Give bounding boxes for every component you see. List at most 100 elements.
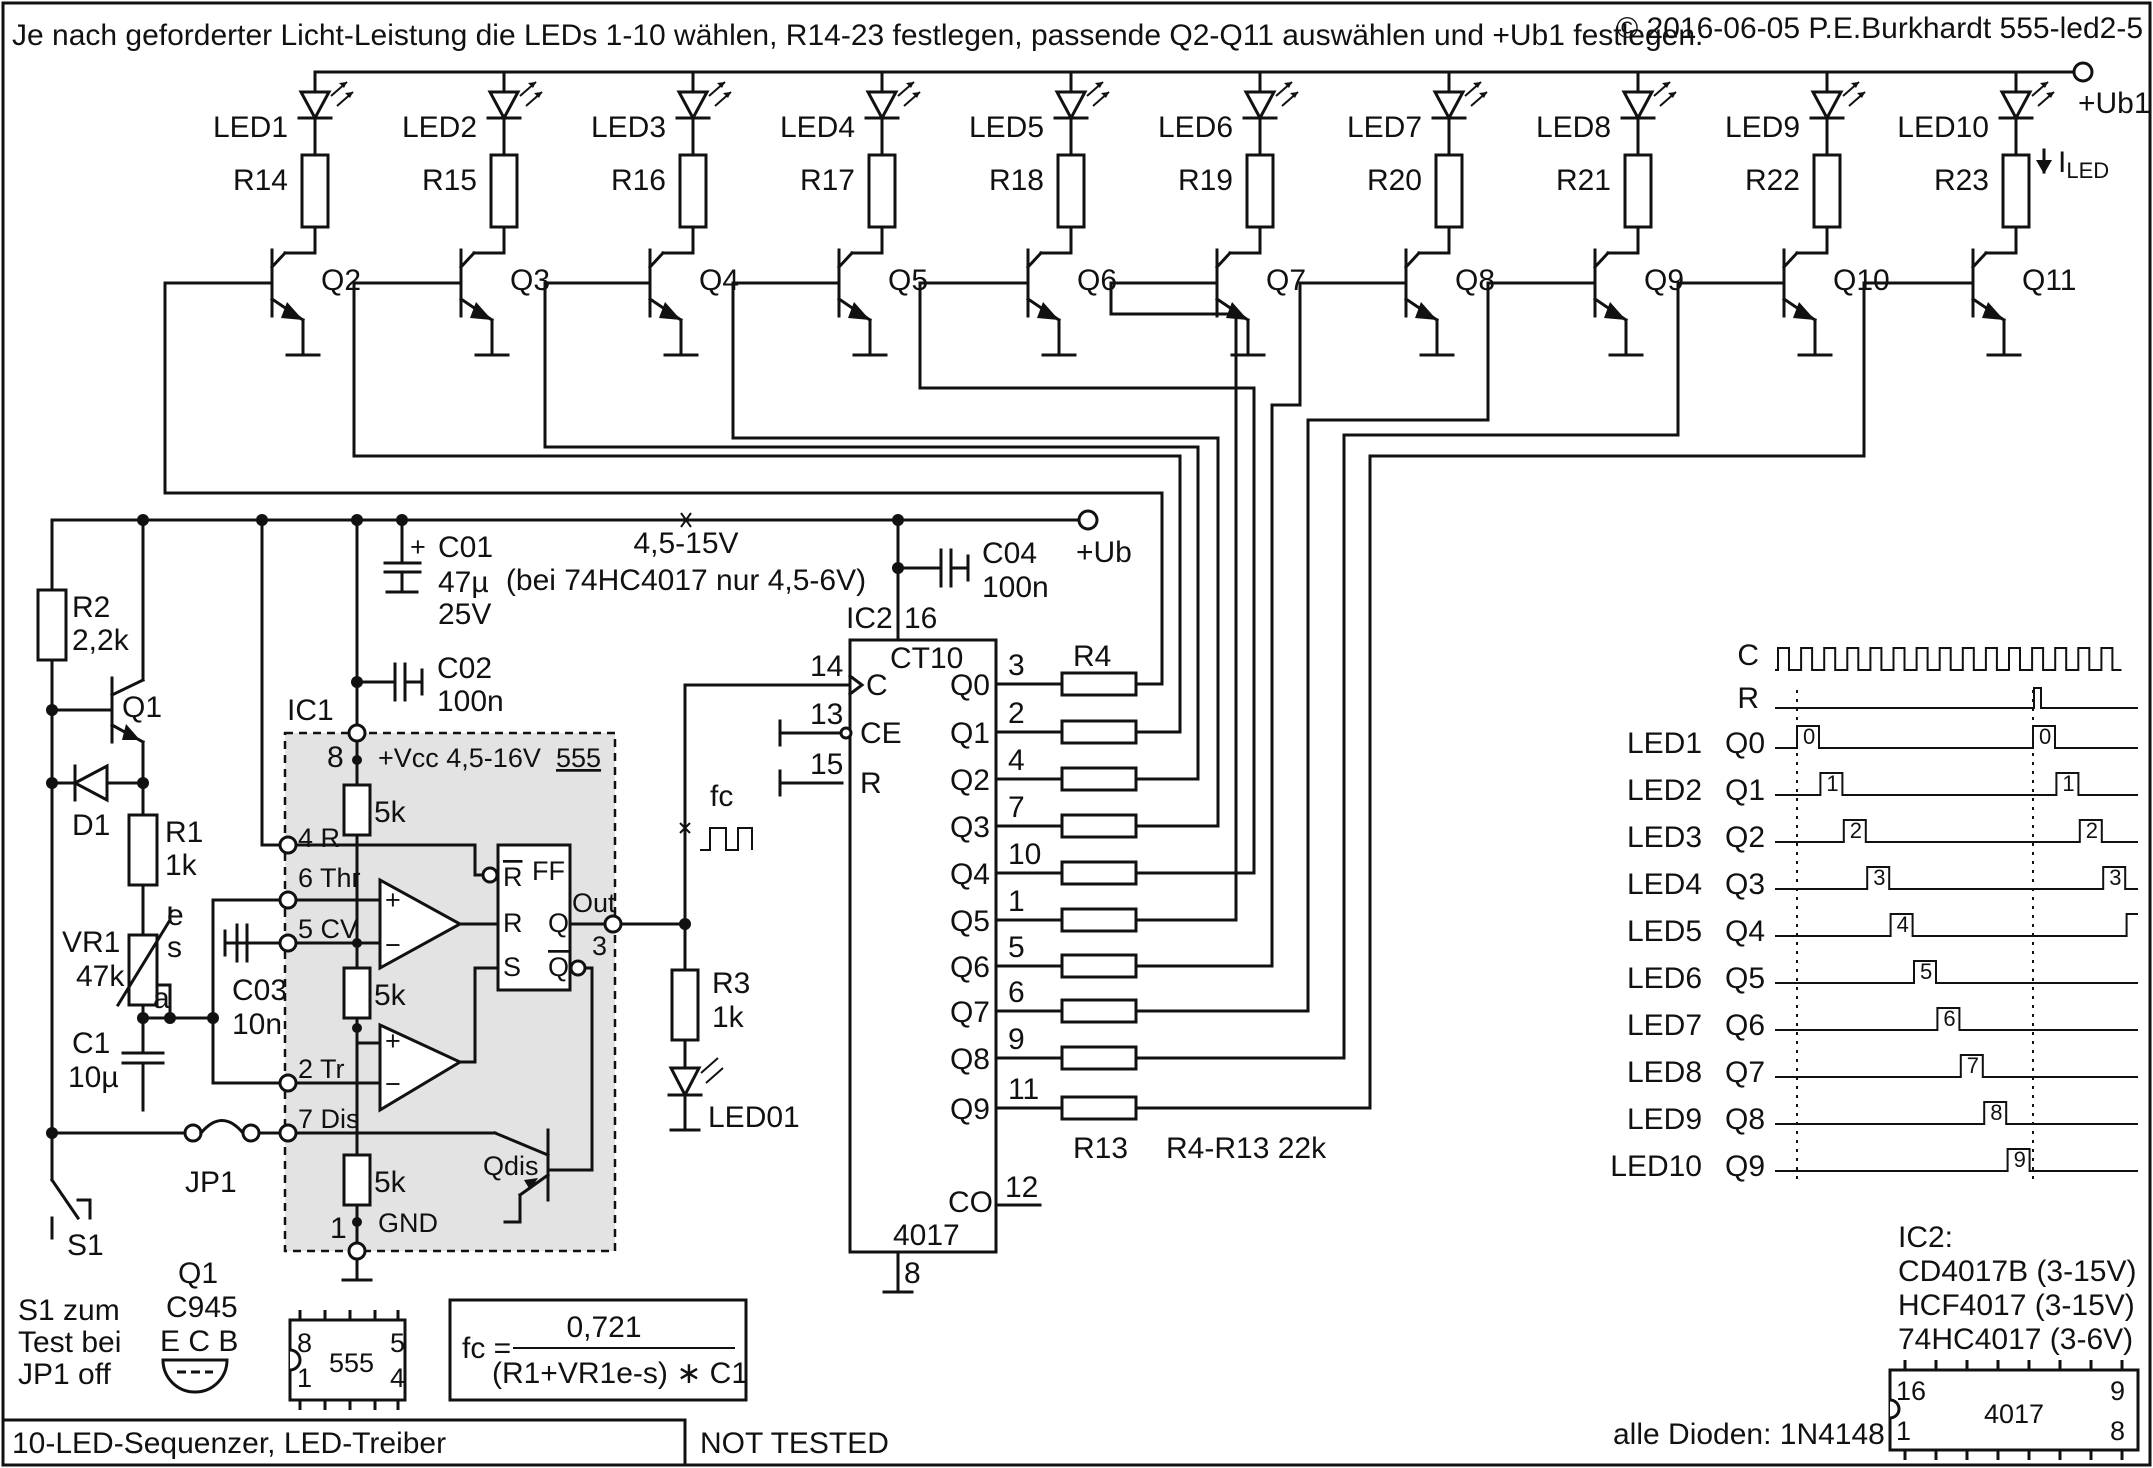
svg-text:47µ: 47µ — [438, 566, 489, 599]
svg-text:Q1: Q1 — [178, 1257, 218, 1290]
svg-text:fc: fc — [710, 780, 733, 813]
timing-q-label: Q3 — [1725, 868, 1765, 901]
ic2-input-label: C — [866, 669, 888, 702]
svg-text:R3: R3 — [712, 967, 750, 1000]
timing-q-label: Q9 — [1725, 1150, 1765, 1183]
transistor-label: Q11 — [2022, 264, 2076, 297]
threshold-comparator — [378, 877, 464, 971]
ic2-variant-text: CD4017B (3-15V) — [1898, 1255, 2136, 1288]
resistor-label: R18 — [989, 164, 1044, 197]
svg-text:8: 8 — [2110, 1416, 2125, 1446]
svg-text:8: 8 — [297, 1328, 312, 1358]
timing-q-label: Q7 — [1725, 1056, 1765, 1089]
resistor-label: R19 — [1178, 164, 1233, 197]
timing-step-number: 3 — [2109, 865, 2121, 890]
svg-text:LED01: LED01 — [708, 1101, 800, 1134]
svg-text:e: e — [167, 899, 184, 932]
ic2-output-label: Q2 — [950, 764, 990, 797]
svg-text:−: − — [385, 930, 401, 960]
svg-text:a: a — [153, 982, 170, 1015]
ic2-output-label: Q5 — [950, 905, 990, 938]
timing-step-number: 7 — [1967, 1053, 1979, 1078]
ic2-pin-number: 2 — [1008, 697, 1025, 730]
ic2-variant-text: 74HC4017 (3-6V) — [1898, 1323, 2133, 1356]
ic2-pin-number: 3 — [1008, 649, 1025, 682]
timing-waveform — [1775, 1007, 2138, 1031]
svg-text:2 Tr: 2 Tr — [298, 1054, 345, 1084]
led-label: LED8 — [1536, 111, 1611, 144]
ic2-variant-text: HCF4017 (3-15V) — [1898, 1289, 2135, 1322]
ic2-output-label: Q6 — [950, 951, 990, 984]
r2-resistor — [36, 588, 68, 662]
svg-text:(R1+VR1e-s) ∗ C1: (R1+VR1e-s) ∗ C1 — [492, 1357, 748, 1390]
ub-terminal — [1077, 509, 1099, 531]
svg-text:C1: C1 — [72, 1027, 110, 1060]
resistor-label: R17 — [800, 164, 855, 197]
led-diode — [865, 90, 899, 122]
timing-step-number: 5 — [1920, 959, 1932, 984]
diodes-note: alle Dioden: 1N4148 — [1613, 1418, 1885, 1451]
svg-text:7 Dis: 7 Dis — [298, 1104, 360, 1134]
svg-text:R: R — [503, 862, 523, 892]
svg-text:6 Thr: 6 Thr — [298, 863, 361, 893]
transistor-label: Q10 — [1833, 264, 1890, 297]
svg-text:+: + — [385, 1026, 401, 1056]
copyright-text: © 2016-06-05 P.E.Burkhardt 555-led2-5 — [1616, 12, 2143, 45]
timing-led-label: LED6 — [1627, 962, 1702, 995]
svg-text:C02: C02 — [437, 652, 492, 685]
led-label: LED5 — [969, 111, 1044, 144]
svg-text:9: 9 — [2110, 1376, 2125, 1406]
timing-q-label: Q4 — [1725, 915, 1765, 948]
resistor-label: R22 — [1745, 164, 1800, 197]
led01 — [668, 1066, 702, 1099]
ic2-pin-number: 11 — [1008, 1073, 1039, 1106]
svg-text:555: 555 — [329, 1348, 374, 1378]
led-resistor — [1623, 153, 1653, 229]
svg-text:8: 8 — [327, 741, 344, 774]
svg-text:R4: R4 — [1073, 640, 1111, 673]
routing-wires — [163, 281, 1975, 1110]
series-resistor — [1060, 813, 1138, 839]
series-resistor — [1060, 1095, 1138, 1121]
ub1-label: +Ub1 — [2078, 87, 2151, 120]
timing-q-label: Q0 — [1725, 727, 1765, 760]
timing-led-label: LED8 — [1627, 1056, 1702, 1089]
led-diode — [676, 90, 710, 122]
supply-note: (bei 74HC4017 nur 4,5-6V) — [506, 564, 866, 597]
ic2-4017 — [848, 638, 998, 1254]
timing-step-number: 6 — [1943, 1006, 1955, 1031]
frequency-formula — [448, 1298, 748, 1402]
timing-waveform — [1775, 725, 2138, 749]
ic2-output-label: Q3 — [950, 811, 990, 844]
ic2-output-label: Q0 — [950, 669, 990, 702]
series-resistor — [1060, 719, 1138, 745]
svg-text:S1 zum: S1 zum — [18, 1294, 120, 1327]
svg-text:5: 5 — [390, 1328, 405, 1358]
series-resistor — [1060, 671, 1138, 697]
svg-text:Out: Out — [572, 888, 616, 918]
r1-resistor — [127, 813, 159, 887]
svg-text:Test bei: Test bei — [18, 1326, 121, 1359]
led-resistor — [1434, 153, 1464, 229]
timing-step-number: 9 — [2014, 1147, 2026, 1172]
timing-waveform — [1775, 819, 2138, 843]
resistor-label: R16 — [611, 164, 666, 197]
svg-text:2,2k: 2,2k — [72, 624, 130, 657]
svg-text:R4-R13 22k: R4-R13 22k — [1166, 1132, 1327, 1165]
svg-text:100n: 100n — [982, 571, 1049, 604]
svg-text:5 CV: 5 CV — [298, 914, 358, 944]
timing-waveform — [1775, 960, 2138, 984]
led-label: LED4 — [780, 111, 855, 144]
svg-text:−: − — [385, 1069, 401, 1099]
timing-q-label: Q1 — [1725, 774, 1765, 807]
ub1-terminal — [2072, 61, 2094, 83]
resistor-label: R20 — [1367, 164, 1422, 197]
timing-clock-label: C — [1737, 639, 1759, 672]
svg-text:Qdis: Qdis — [483, 1151, 539, 1181]
timing-step-number: 1 — [2062, 771, 2074, 796]
svg-text:Q: Q — [548, 952, 569, 982]
svg-text:R13: R13 — [1073, 1132, 1128, 1165]
